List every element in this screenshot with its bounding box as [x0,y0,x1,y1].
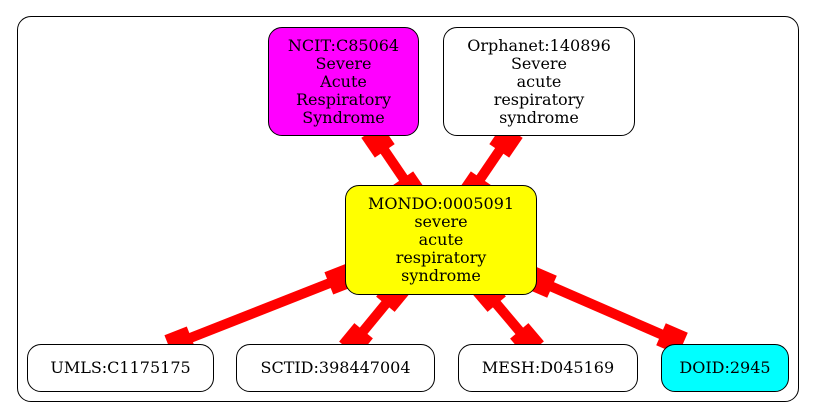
node-orphanet-id: Orphanet:140896 [467,35,611,55]
node-umls-id: UMLS:C1175175 [50,358,191,377]
node-mondo-id: MONDO:0005091 [367,194,515,213]
graph-cluster-frame [17,16,799,402]
edge-mondo-doid [539,277,674,344]
node-ncit-label-line4: Syndrome [302,107,385,127]
node-orphanet-label-line2: acute [516,71,562,91]
edge-mondo-umls [178,274,342,347]
node-mondo-label-line4: syndrome [401,266,481,285]
node-doid-id: DOID:2945 [679,358,771,377]
node-mondo-label-line3: respiratory [395,248,487,267]
node-doid-2945[interactable]: DOID:2945 [661,344,789,392]
node-ncit-label-line3: Respiratory [295,89,392,109]
node-orphanet-label-line4: syndrome [499,107,579,127]
node-orphanet-140896[interactable]: Orphanet:140896 Severe acute respiratory… [443,27,635,136]
node-sctid-id: SCTID:398447004 [260,358,411,377]
node-mondo-0005091[interactable]: MONDO:0005091 severe acute respiratory s… [345,185,537,295]
node-ncit-label-line1: Severe [315,53,372,73]
node-ncit-c85064[interactable]: NCIT:C85064 Severe Acute Respiratory Syn… [268,27,419,136]
node-orphanet-label-line1: Severe [510,53,568,73]
node-mesh-d045169[interactable]: MESH:D045169 [458,344,638,392]
node-ncit-id: NCIT:C85064 [287,35,400,55]
node-ncit-label-line2: Acute [320,71,367,91]
node-orphanet-label-line3: respiratory [493,89,585,109]
node-mesh-id: MESH:D045169 [481,358,615,377]
node-mondo-label-line2: acute [418,230,464,249]
node-mondo-label-line1: severe [414,212,468,231]
node-sctid-398447004[interactable]: SCTID:398447004 [236,344,435,392]
node-umls-c1175175[interactable]: UMLS:C1175175 [27,344,214,392]
